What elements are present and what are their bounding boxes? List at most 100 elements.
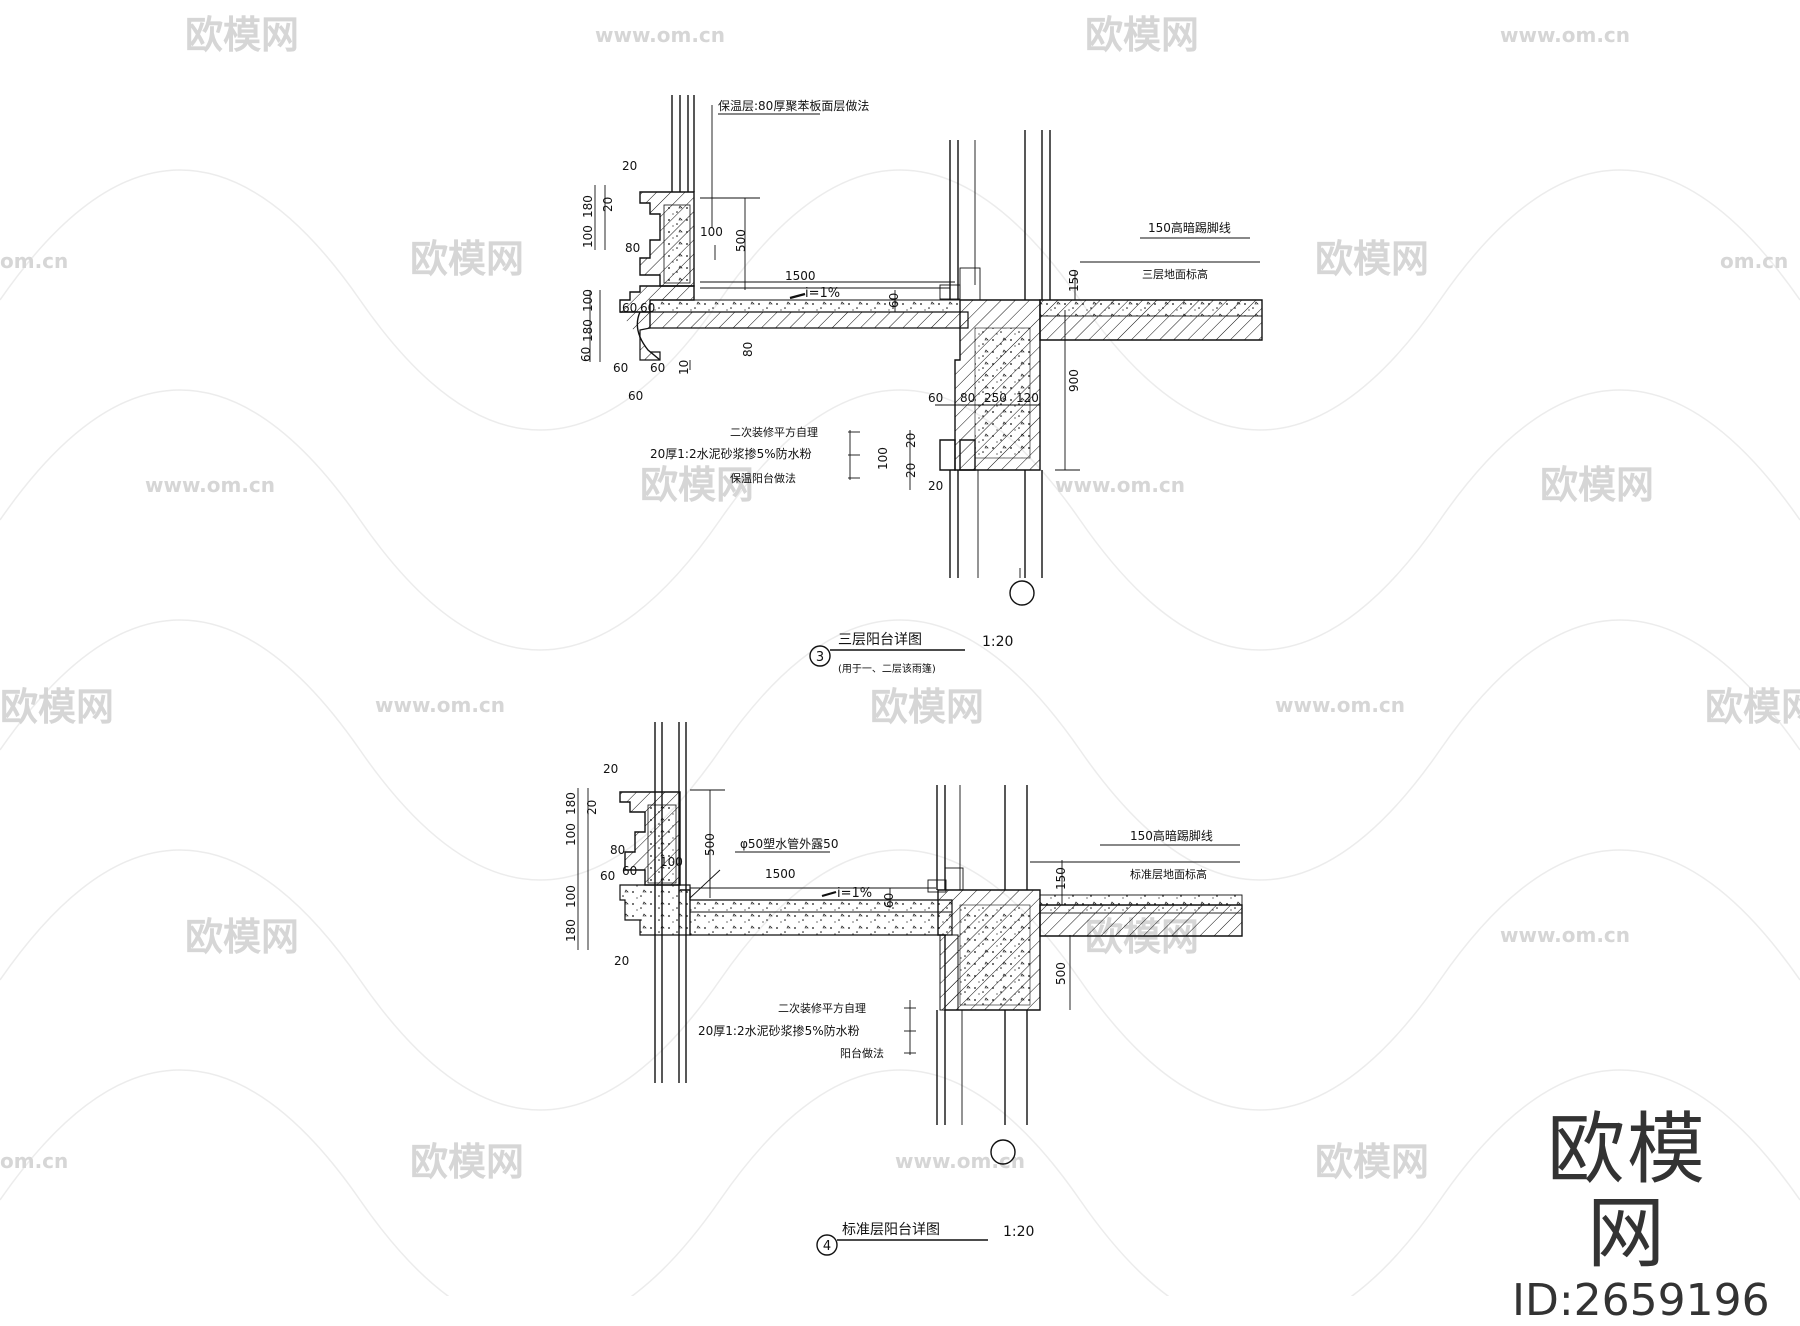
detail-3: i=1% 保温层:80厚聚苯板面层做法 150高暗踢脚线 三 <box>579 95 1263 675</box>
beam-core <box>974 327 1031 459</box>
dim-label: 500 <box>734 229 748 252</box>
watermark-layer: 欧模网 欧模网 www.om.cn www.om.cn om.cn 欧模网 欧模… <box>0 13 1800 1296</box>
note-baseboard: 150高暗踢脚线 <box>1130 828 1213 843</box>
dim-label: 20 <box>928 479 943 493</box>
dim-label: 60 <box>882 893 896 908</box>
note-floor-level: 标准层地面标高 <box>1130 867 1207 881</box>
slope-label: i=1% <box>805 286 840 301</box>
dim-label: 80 <box>960 391 975 405</box>
dim-label: 150 <box>1054 867 1068 890</box>
dim-label: 60 <box>640 301 655 315</box>
dim-label: 180 <box>581 319 595 342</box>
detail-scale: 1:20 <box>1003 1224 1034 1240</box>
watermark-url: www.om.cn <box>895 1149 1025 1173</box>
dim-label: 1500 <box>765 867 796 881</box>
dim-label: 60 <box>928 391 943 405</box>
watermark-brand: 欧模网 <box>1705 685 1800 729</box>
note-pipe: φ50塑水管外露50 <box>740 836 838 851</box>
note-mortar: 20厚1:2水泥砂浆掺5%防水粉 <box>698 1023 860 1038</box>
dim-label: 100 <box>876 447 890 470</box>
watermark-brand: 欧模网 <box>640 463 754 507</box>
detail-scale: 1:20 <box>982 634 1013 650</box>
model-id-label: ID:2659196 <box>1512 1275 1770 1326</box>
dim-label: 10 <box>677 360 691 375</box>
watermark-url: www.om.cn <box>1275 693 1405 717</box>
detail-title: 三层阳台详图 <box>838 632 922 648</box>
dim-label: 60 <box>622 864 637 878</box>
watermark-url: om.cn <box>0 249 68 273</box>
dim-label: 60 <box>887 293 901 308</box>
dim-label: 20 <box>904 433 918 448</box>
dim-label: 20 <box>601 197 615 212</box>
watermark-url: www.om.cn <box>1055 473 1185 497</box>
dim-label: 60 <box>622 301 637 315</box>
watermark-url: om.cn <box>0 1149 68 1173</box>
watermark-url: www.om.cn <box>145 473 275 497</box>
upper-wall <box>939 130 1051 301</box>
dim-label: 100 <box>581 289 595 312</box>
dim-label: 80 <box>610 843 625 857</box>
watermark-url: www.om.cn <box>595 23 725 47</box>
detail-title: 标准层阳台详图 <box>842 1222 940 1238</box>
dim-label: 100 <box>660 855 683 869</box>
parapet-core <box>663 204 691 284</box>
dimension-labels: 20 20 180 100 80 100 60 60 100 180 60 60… <box>579 159 1081 493</box>
watermark-arcs <box>0 169 1800 1296</box>
lower-wall <box>939 439 1043 578</box>
watermark-brand: 欧模网 <box>1540 463 1654 507</box>
lower-wall <box>936 1010 1028 1125</box>
dim-label: 180 <box>564 792 578 815</box>
dim-label: 100 <box>581 225 595 248</box>
parapet-core <box>647 804 677 884</box>
dim-label: 180 <box>564 919 578 942</box>
detail-number-circle <box>809 645 831 667</box>
dim-label: 150 <box>1067 269 1081 292</box>
floor-finish <box>1039 894 1243 914</box>
watermark-brand: 欧模网 <box>1315 1140 1429 1184</box>
dim-label: 20 <box>622 159 637 173</box>
dimension-lines <box>589 185 1260 490</box>
beam-inset <box>939 934 959 1011</box>
detail-number-circle <box>816 1234 838 1256</box>
slope-label: i=1% <box>837 886 872 901</box>
watermark-url: om.cn <box>1720 249 1788 273</box>
note-baseboard: 150高暗踢脚线 <box>1148 220 1231 235</box>
slope-arrow <box>789 292 806 300</box>
note-mortar: 20厚1:2水泥砂浆掺5%防水粉 <box>650 446 812 461</box>
dim-label: 1500 <box>785 269 816 283</box>
dim-label: 20 <box>603 762 618 776</box>
dim-label: 20 <box>585 800 599 815</box>
drawing-sheet: 欧模网 欧模网 www.om.cn www.om.cn om.cn 欧模网 欧模… <box>0 13 1800 1296</box>
note-floor-level: 三层地面标高 <box>1142 267 1208 281</box>
left-wall <box>671 95 713 228</box>
dim-label: 180 <box>581 195 595 218</box>
note-finish: 二次装修平方自理 <box>778 1001 866 1015</box>
detail-number: 3 <box>816 650 824 665</box>
dim-label: 120 <box>1016 391 1039 405</box>
brand-logo: 欧模网 <box>1546 1105 1707 1279</box>
floor-finish <box>1039 299 1263 317</box>
note-balcony: 阳台做法 <box>840 1046 884 1060</box>
dim-label: 60 <box>628 389 643 403</box>
beam-core <box>959 904 1031 1006</box>
dim-label: 80 <box>625 241 640 255</box>
upper-wall <box>927 785 1028 893</box>
watermark-brand: 欧模网 <box>410 1140 524 1184</box>
dimension-lines <box>577 788 1240 1055</box>
dim-label: 500 <box>703 833 717 856</box>
detail-4: i=1% φ50塑水管外露50 150高暗踢脚线 标准层地面标高 二次装修平方自… <box>564 722 1243 1256</box>
balcony-slab <box>649 299 961 313</box>
watermark-brand: 欧模网 <box>1315 237 1429 281</box>
note-finish: 二次装修平方自理 <box>730 425 818 439</box>
drip-edge <box>636 311 661 361</box>
slab-edge-profile <box>619 884 691 936</box>
detail-subtitle: (用于一、二层该雨篷) <box>838 662 936 675</box>
watermark-brand: 欧模网 <box>410 237 524 281</box>
watermark-brand: 欧模网 <box>185 13 299 57</box>
dim-label: 900 <box>1067 369 1081 392</box>
slope-arrow <box>821 890 837 898</box>
dim-label: 100 <box>700 225 723 239</box>
dimension-labels: 20 180 20 100 80 100 60 60 100 180 20 50… <box>564 762 1068 985</box>
watermark-brand: 欧模网 <box>0 685 114 729</box>
dim-label: 20 <box>904 463 918 478</box>
